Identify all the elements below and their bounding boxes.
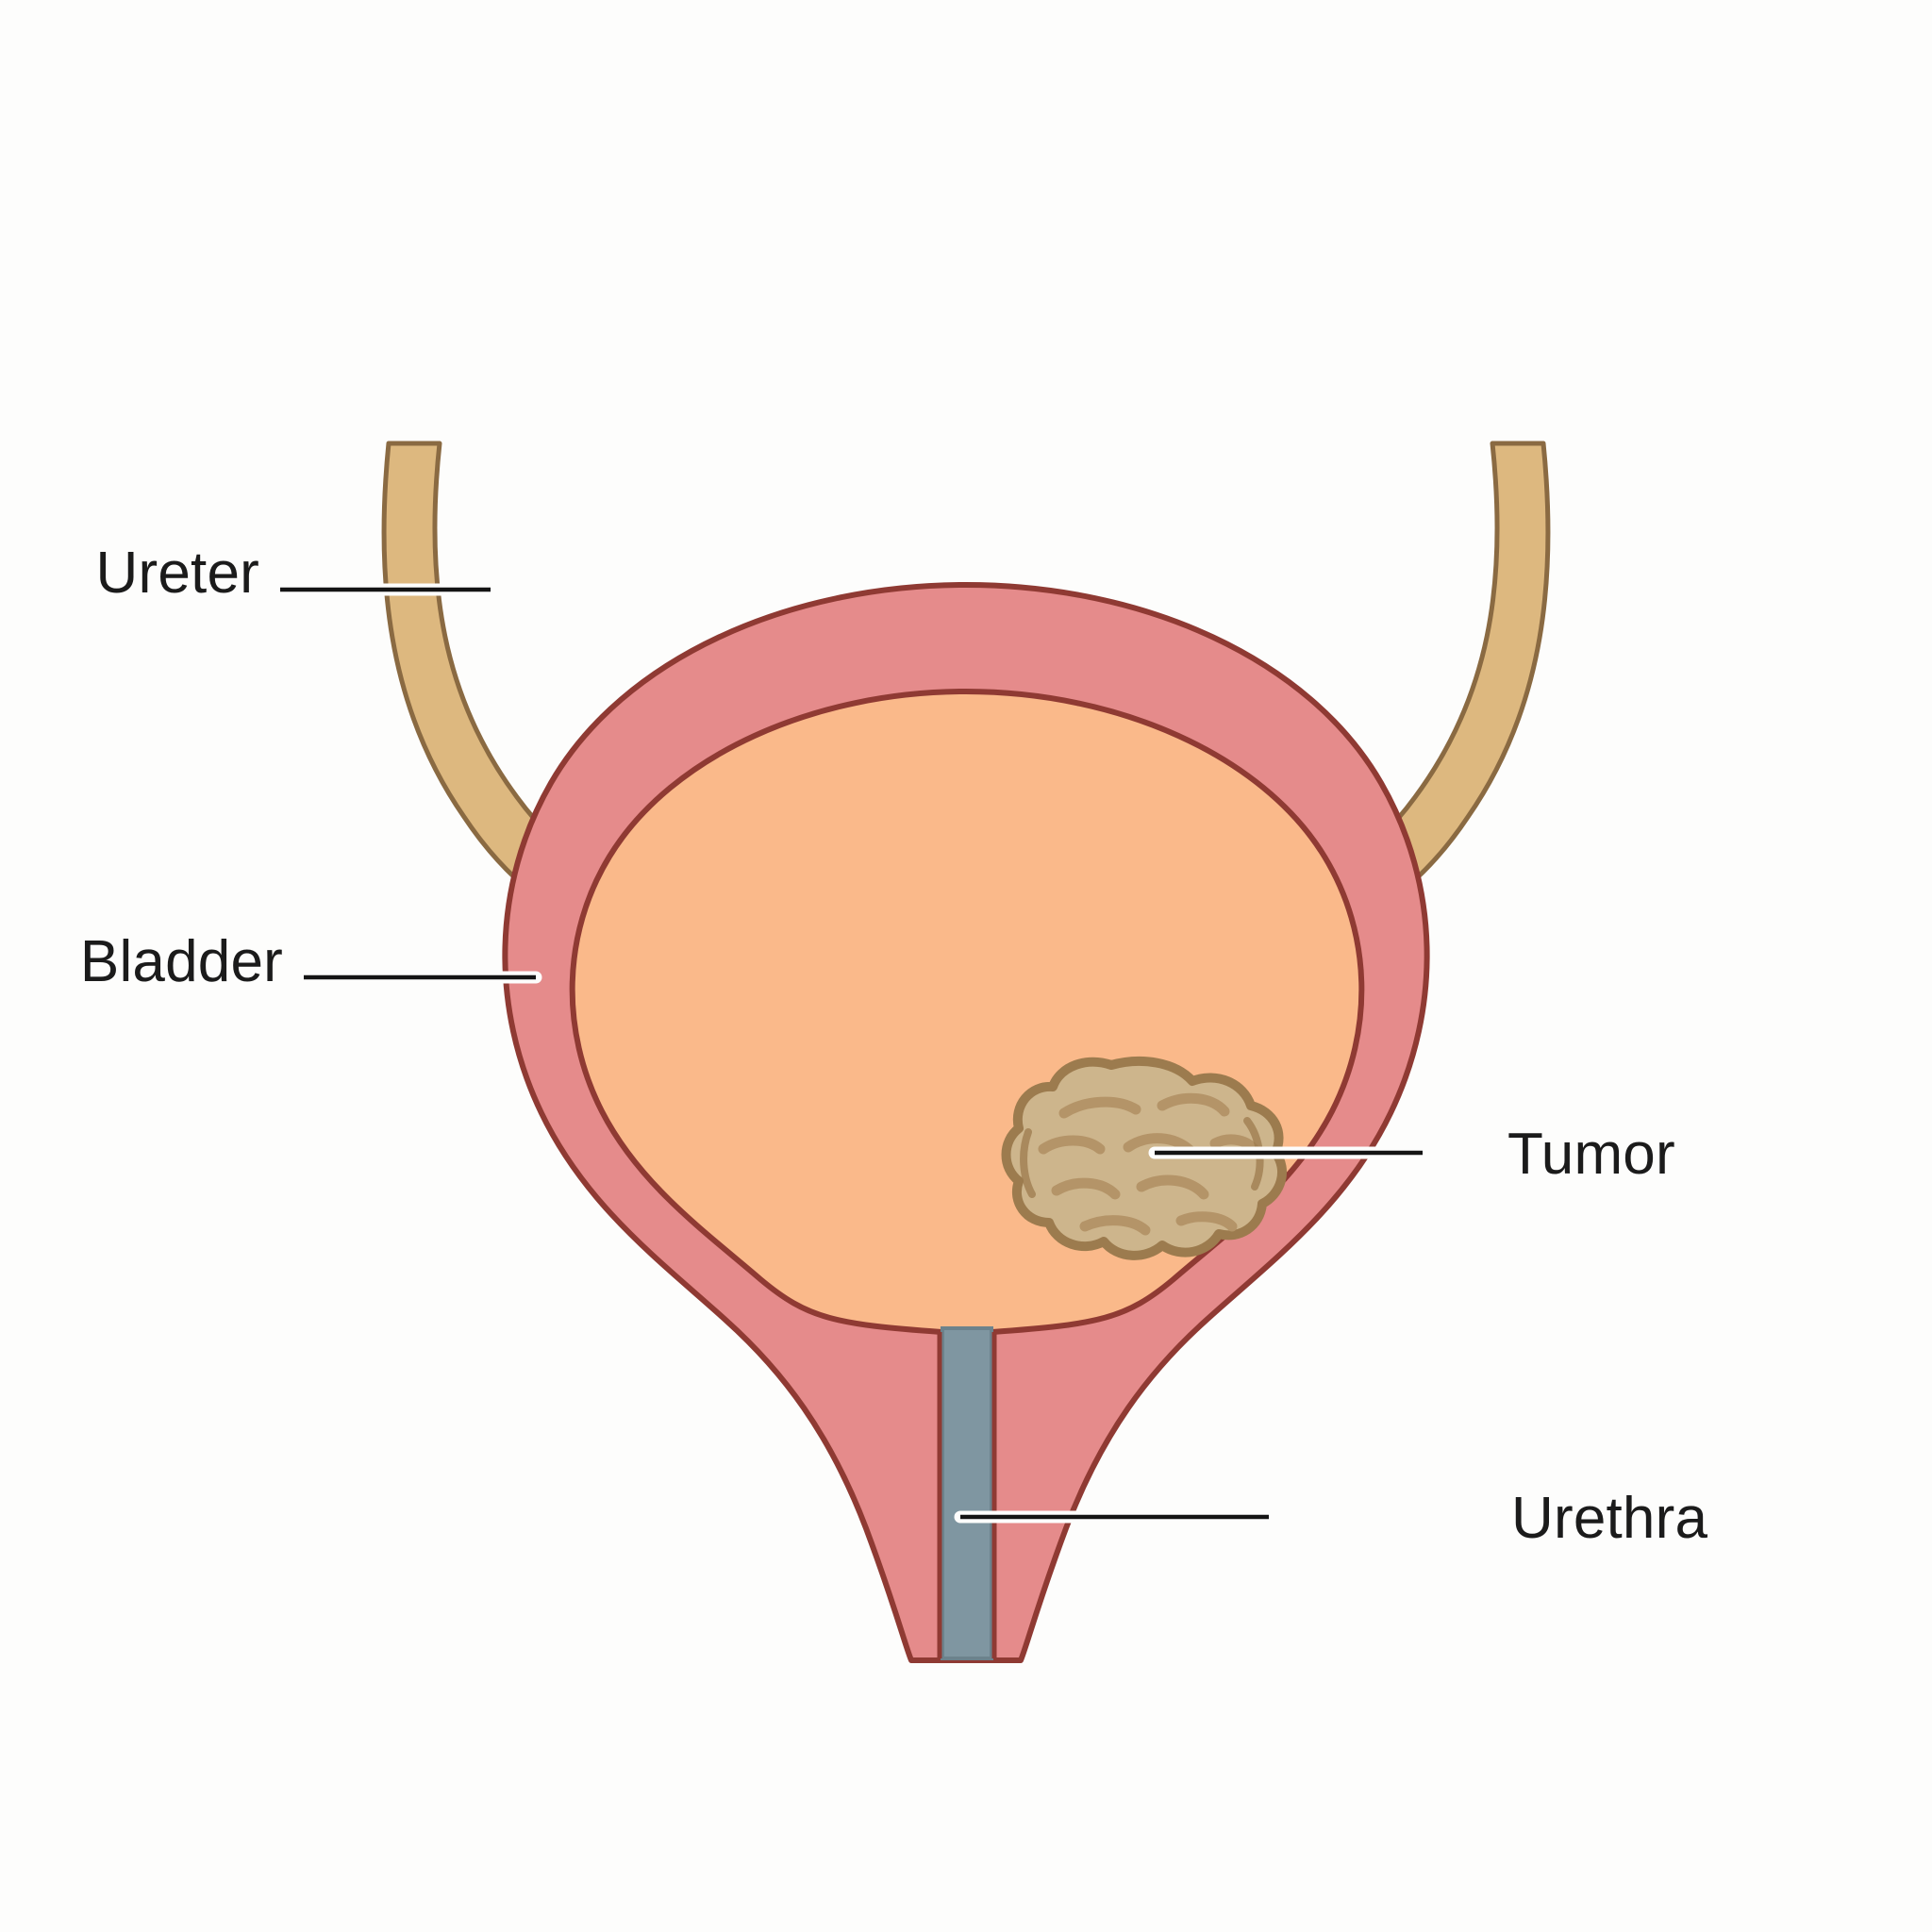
label-ureter: Ureter — [96, 541, 259, 606]
label-tumor: Tumor — [1507, 1122, 1675, 1187]
label-bladder: Bladder — [80, 929, 283, 994]
label-urethra: Urethra — [1511, 1486, 1707, 1551]
urethra-channel — [937, 1326, 997, 1660]
leader-lines — [274, 583, 1429, 1524]
